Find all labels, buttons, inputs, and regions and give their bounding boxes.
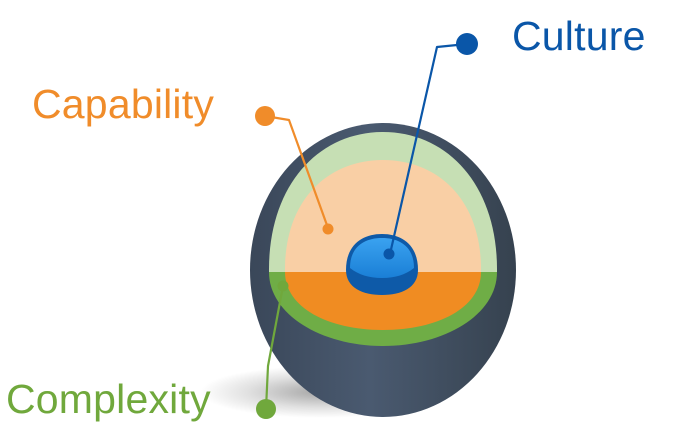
culture-marker-dot-large	[456, 33, 478, 55]
complexity-connector-line	[264, 285, 285, 410]
capability-marker-dot-small	[322, 223, 334, 235]
culture-label: Culture	[512, 13, 646, 59]
capability-label: Capability	[32, 81, 215, 127]
orange-layer-cut-face	[284, 160, 482, 272]
capability-marker-dot-large	[255, 106, 275, 126]
complexity-label: Complexity	[6, 376, 211, 422]
culture-core-dome	[350, 238, 414, 278]
complexity-marker-dot-small	[277, 280, 289, 292]
culture-marker-dot-small	[383, 248, 395, 260]
complexity-marker-dot-large	[256, 399, 276, 419]
orange-layer-band	[285, 272, 481, 330]
